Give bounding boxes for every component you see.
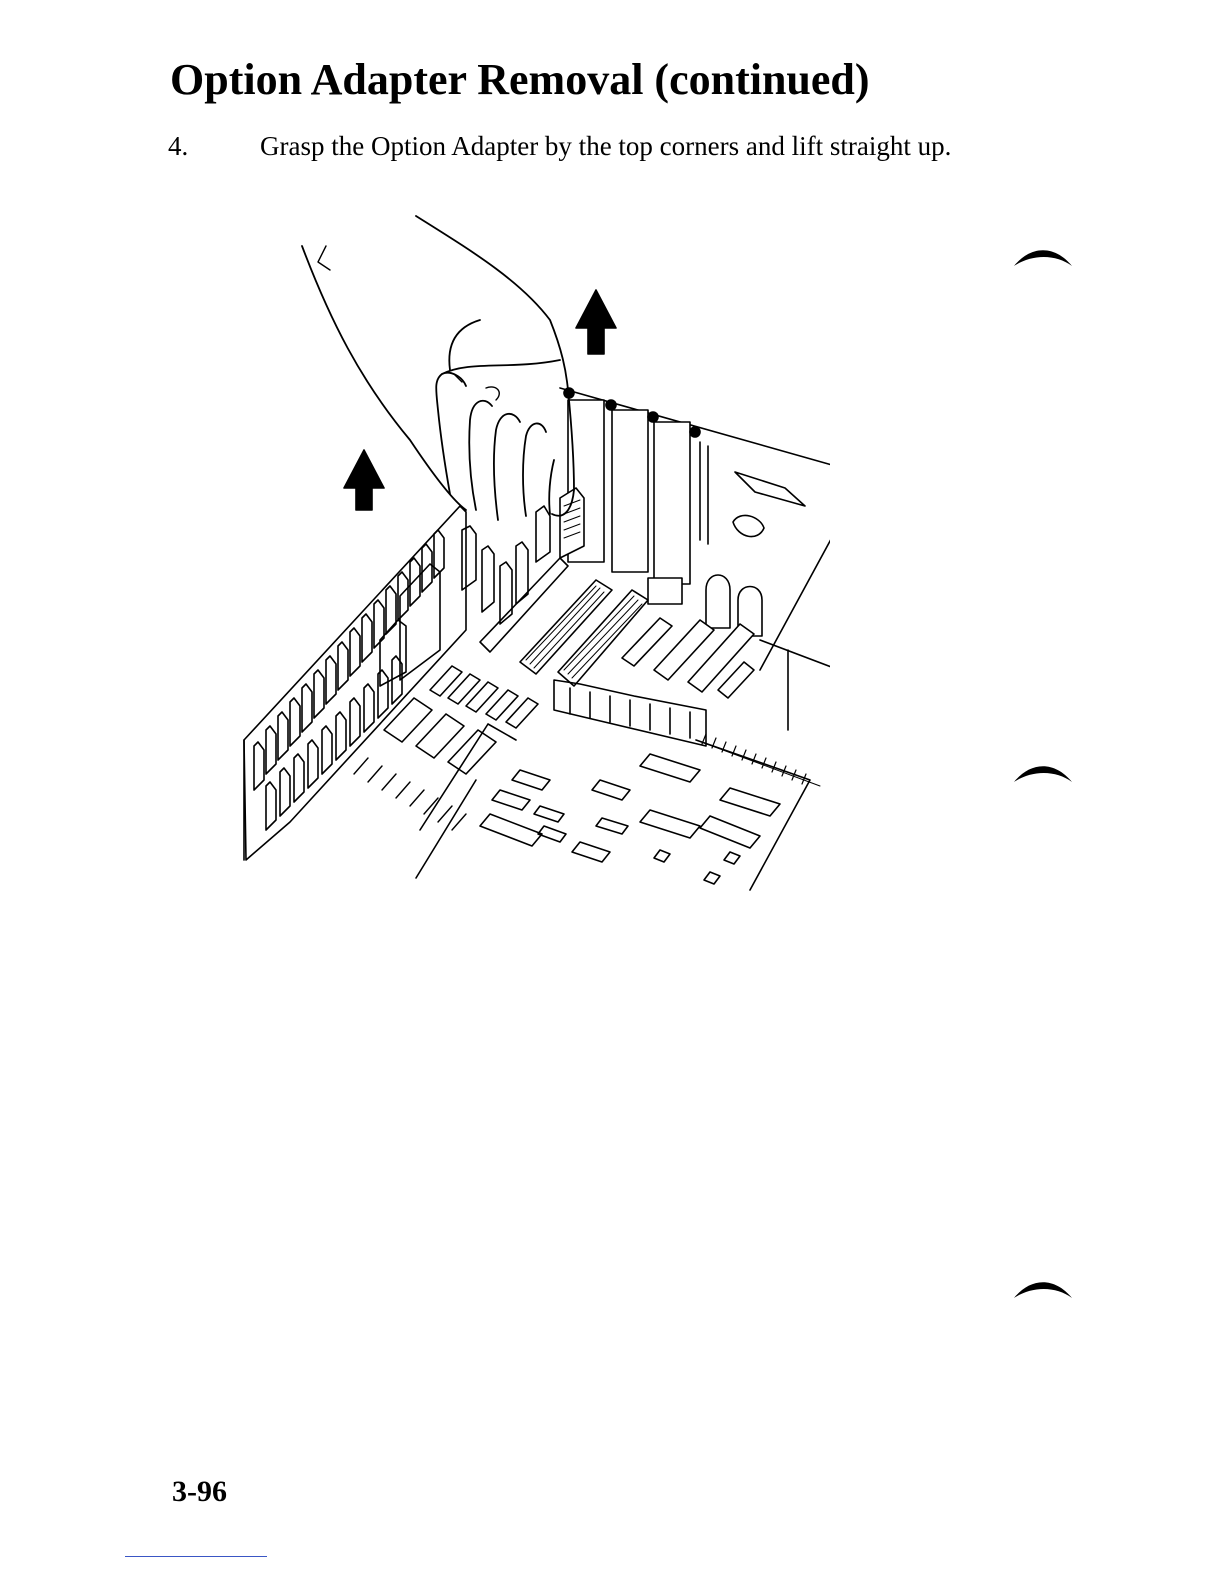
page-number: 3-96	[172, 1474, 227, 1510]
footer-rule	[125, 1556, 267, 1557]
rear-connectors	[706, 472, 805, 636]
step-number: 4.	[168, 130, 188, 162]
page-title: Option Adapter Removal (continued)	[170, 52, 870, 108]
option-adapter-card	[244, 488, 584, 860]
up-arrow-icon	[576, 290, 616, 354]
expansion-slots	[480, 558, 648, 686]
binder-tab-icon	[1012, 758, 1074, 784]
adapter-removal-illustration	[230, 210, 830, 900]
binder-tab-icon	[1012, 1274, 1074, 1300]
slot-brackets	[564, 388, 708, 604]
step-text: Grasp the Option Adapter by the top corn…	[260, 130, 1020, 162]
up-arrow-icon	[344, 450, 384, 510]
binder-tab-icon	[1012, 242, 1074, 268]
hand-icon	[302, 216, 574, 520]
